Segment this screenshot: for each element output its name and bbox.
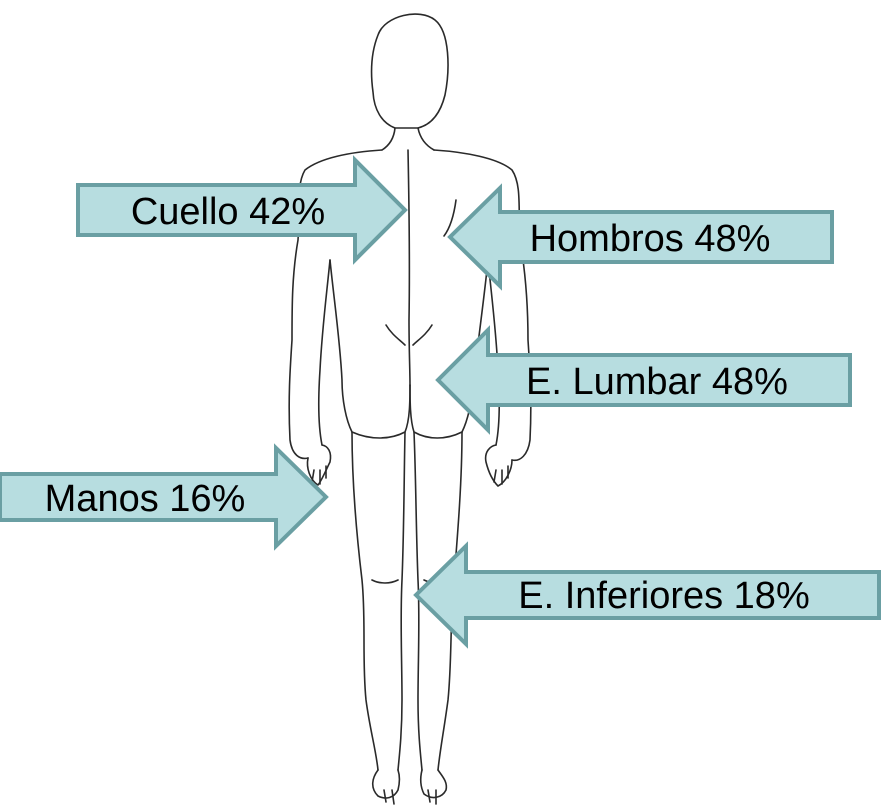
arrow-hombros: Hombros 48% [450, 188, 832, 286]
arrow-inferiores: E. Inferiores 18% [416, 546, 879, 644]
arrow-hombros-label: Hombros 48% [530, 218, 771, 260]
arrow-cuello-label: Cuello 42% [131, 191, 325, 233]
arrow-inferiores-label: E. Inferiores 18% [518, 575, 809, 617]
arrow-manos-label: Manos 16% [45, 478, 246, 520]
arrow-lumbar-label: E. Lumbar 48% [526, 361, 788, 403]
arrow-cuello: Cuello 42% [78, 160, 405, 260]
human-body-back-view-icon [289, 14, 531, 804]
arrow-manos: Manos 16% [0, 448, 326, 546]
